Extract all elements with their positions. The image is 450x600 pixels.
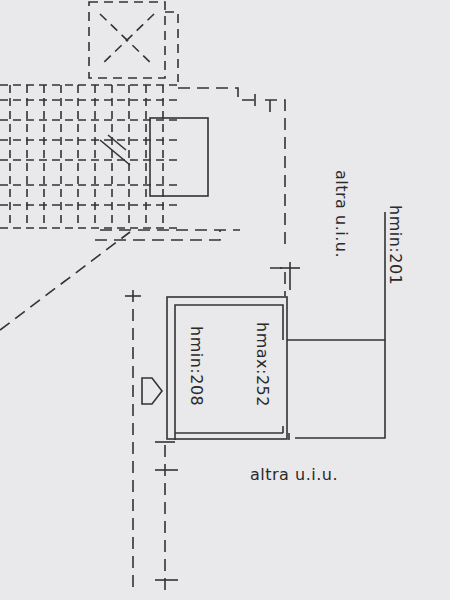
height-label: hmin:208 — [188, 326, 204, 406]
height-label: hmax:252 — [254, 322, 270, 407]
unit-label: altra u.i.u. — [250, 467, 338, 483]
unit-label: altra u.i.u. — [333, 170, 349, 258]
height-label: hmin:201 — [387, 205, 403, 285]
room-area: hmin:208 hmax:252 — [176, 306, 282, 432]
